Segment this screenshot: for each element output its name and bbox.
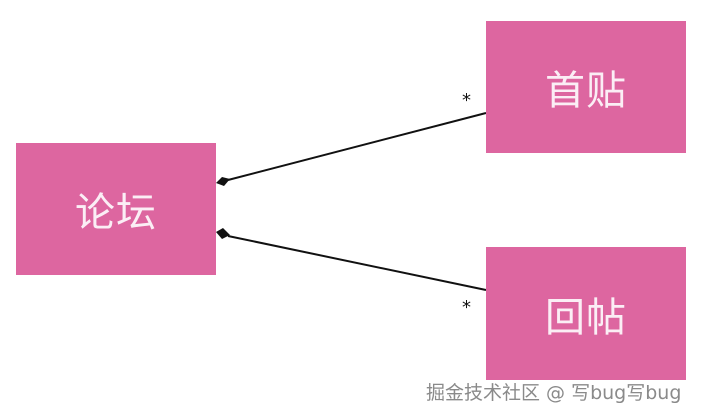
diamond-icon [216, 228, 230, 239]
watermark: 掘金技术社区 @ 写bug写bug [426, 382, 682, 404]
diamond-icon [216, 177, 230, 186]
forum-class-box: 论坛 [16, 143, 216, 275]
reply-post-class-box: 回帖 [486, 247, 686, 380]
first-post-label: 首贴 [545, 68, 627, 114]
composition-edge-reply-post [216, 228, 487, 291]
first-post-class-box: 首贴 [486, 21, 686, 153]
multiplicity-reply-post: * [462, 297, 471, 318]
multiplicity-first-post: * [462, 90, 471, 111]
composition-edge-first-post [216, 112, 487, 186]
forum-label: 论坛 [75, 190, 157, 236]
reply-post-label: 回帖 [545, 294, 627, 341]
